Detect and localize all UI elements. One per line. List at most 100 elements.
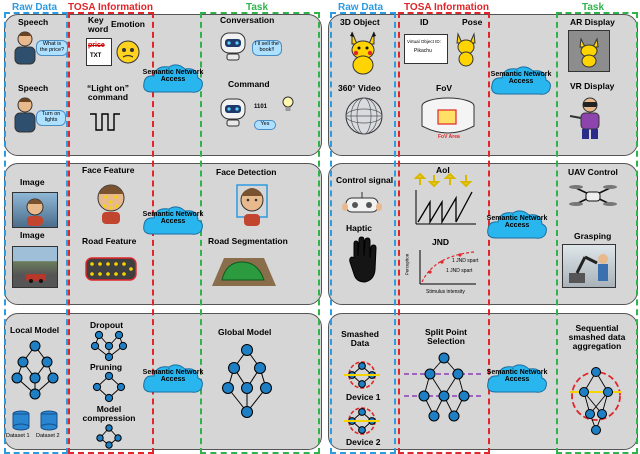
id-label: ID: [420, 17, 429, 27]
robot-icon: [220, 32, 246, 61]
haptic-label: Haptic: [346, 223, 372, 233]
global-model-network-icon: [222, 344, 272, 418]
aggregated-network-icon: [570, 367, 622, 435]
pikachu-id-text: Pikachu: [414, 48, 432, 54]
cloud-label: Semantic Network Access: [490, 71, 552, 86]
binary-code-text: 1101: [254, 104, 268, 110]
remote-controller-icon: [342, 192, 382, 213]
device-1-label: Device 1: [346, 392, 381, 402]
face-detection-label: Face Detection: [216, 167, 277, 177]
image-label-bottom: Image: [20, 230, 45, 240]
binary-signal-icon: [90, 113, 120, 131]
book-speech-bubble: I'll sell the book!!: [252, 40, 282, 56]
semantic-network-access-cloud: Semantic Network Access: [142, 204, 204, 238]
semantic-network-access-cloud: Semantic Network Access: [142, 362, 204, 396]
cloud-label: Semantic Network Access: [486, 369, 548, 384]
cloud-icon: [143, 206, 203, 235]
road-segmentation-icon: [212, 258, 276, 286]
face-feature-points-icon: [97, 184, 125, 224]
cloud-icon: [143, 64, 203, 93]
split-point-selection-label: Split Point Selection: [424, 327, 468, 346]
perception-axis-label: Perception: [404, 253, 410, 276]
dataset-2-label: Dataset 2: [36, 433, 60, 439]
light-bulb-icon: [282, 96, 294, 111]
command-label: Command: [228, 79, 270, 89]
cloud-label: Semantic Network Access: [486, 215, 548, 230]
robot-icon: [220, 98, 246, 127]
split-point-network-icon: [404, 352, 484, 422]
cloud-icon: [487, 210, 547, 239]
car-icon: [26, 274, 46, 283]
emotion-label: Emotion: [111, 19, 145, 29]
local-model-network-icon: [11, 340, 59, 400]
yes-speech-bubble: Yes: [254, 120, 276, 130]
stimulus-intensity-axis-label: Stimulus intensity: [426, 289, 465, 295]
database-icon: [12, 410, 30, 431]
face-detection-icon: [236, 184, 268, 226]
left-header-tosa-information: TOSA Information: [68, 2, 153, 13]
lights-speech-bubble: Turn on lights: [36, 110, 66, 126]
fov-label: FoV: [436, 83, 453, 93]
left-header-task: Task: [246, 2, 269, 13]
pruning-network-icon: [92, 371, 126, 403]
jnd-spart-label-2: 1 JND spart: [446, 268, 473, 274]
grasping-label: Grasping: [574, 231, 612, 241]
uav-control-label: UAV Control: [568, 167, 618, 177]
conversation-label: Conversation: [220, 15, 275, 25]
pikachu-pose-icon: [456, 32, 476, 67]
jnd-curve-chart-icon: [419, 250, 476, 285]
compressed-network-icon: [96, 424, 122, 449]
cloud-label: Semantic Network Access: [142, 369, 204, 384]
person-icon: [14, 31, 36, 65]
jnd-spart-label-1: 1 JND spart: [452, 258, 479, 264]
ar-display-label: AR Display: [570, 17, 615, 27]
control-signal-label: Control signal: [336, 175, 394, 185]
left-header-raw-data: Raw Data: [12, 2, 58, 13]
global-model-label: Global Model: [218, 327, 272, 337]
drone-icon: [569, 185, 617, 206]
image-label-top: Image: [20, 177, 45, 187]
dropout-network-icon: [90, 330, 128, 362]
pikachu-figure-icon: [350, 31, 376, 75]
cloud-label: Semantic Network Access: [142, 211, 204, 226]
smashed-data-label: Smashed Data: [341, 329, 379, 348]
light-on-command-label: “Light on” command: [86, 83, 129, 102]
vr-user-icon: [569, 97, 600, 139]
right-row-3: [328, 313, 638, 450]
pikachu-figure-icon: [579, 37, 599, 68]
device-2-label: Device 2: [346, 437, 381, 447]
cloud-icon: [143, 364, 203, 393]
keyword-document-icon: price TXT: [86, 38, 112, 66]
face-feature-label: Face Feature: [82, 165, 135, 175]
vr-display-label: VR Display: [570, 81, 615, 91]
speech-label-bottom: Speech: [18, 83, 49, 93]
pruning-label: Pruning: [90, 362, 123, 372]
price-speech-bubble: What is the price?: [36, 40, 68, 56]
right-header-tosa-information: TOSA Information: [404, 2, 489, 13]
person-icon: [14, 97, 36, 133]
arrows-icon: [413, 172, 473, 188]
local-model-label: Local Model: [10, 325, 60, 335]
aoi-sawtooth-chart-icon: [415, 190, 476, 225]
fov-cylinder-icon: [421, 97, 475, 134]
device-2-network-icon: [344, 407, 380, 435]
jnd-label: JND: [432, 237, 450, 247]
pose-label: Pose: [462, 17, 483, 27]
semantic-network-access-cloud: Semantic Network Access: [142, 62, 204, 96]
semantic-network-access-cloud: Semantic Network Access: [490, 64, 552, 98]
road-image: [12, 246, 58, 288]
model-compression-label: Model compression: [82, 404, 136, 423]
road-feature-points-icon: [85, 257, 137, 281]
speech-label-top: Speech: [18, 17, 49, 27]
road-feature-label: Road Feature: [82, 236, 137, 246]
dataset-1-label: Dataset 1: [6, 433, 30, 439]
id-card: Virtual Object ID: Pikachu: [404, 34, 448, 64]
portrait-image: [12, 192, 58, 228]
360-sphere-icon: [345, 97, 383, 135]
right-header-task: Task: [582, 2, 605, 13]
haptic-glove-icon: [349, 236, 377, 283]
virtual-object-id-text: Virtual Object ID:: [407, 39, 441, 44]
keyword-label: Key word: [88, 15, 109, 34]
grasping-image: [562, 244, 616, 288]
